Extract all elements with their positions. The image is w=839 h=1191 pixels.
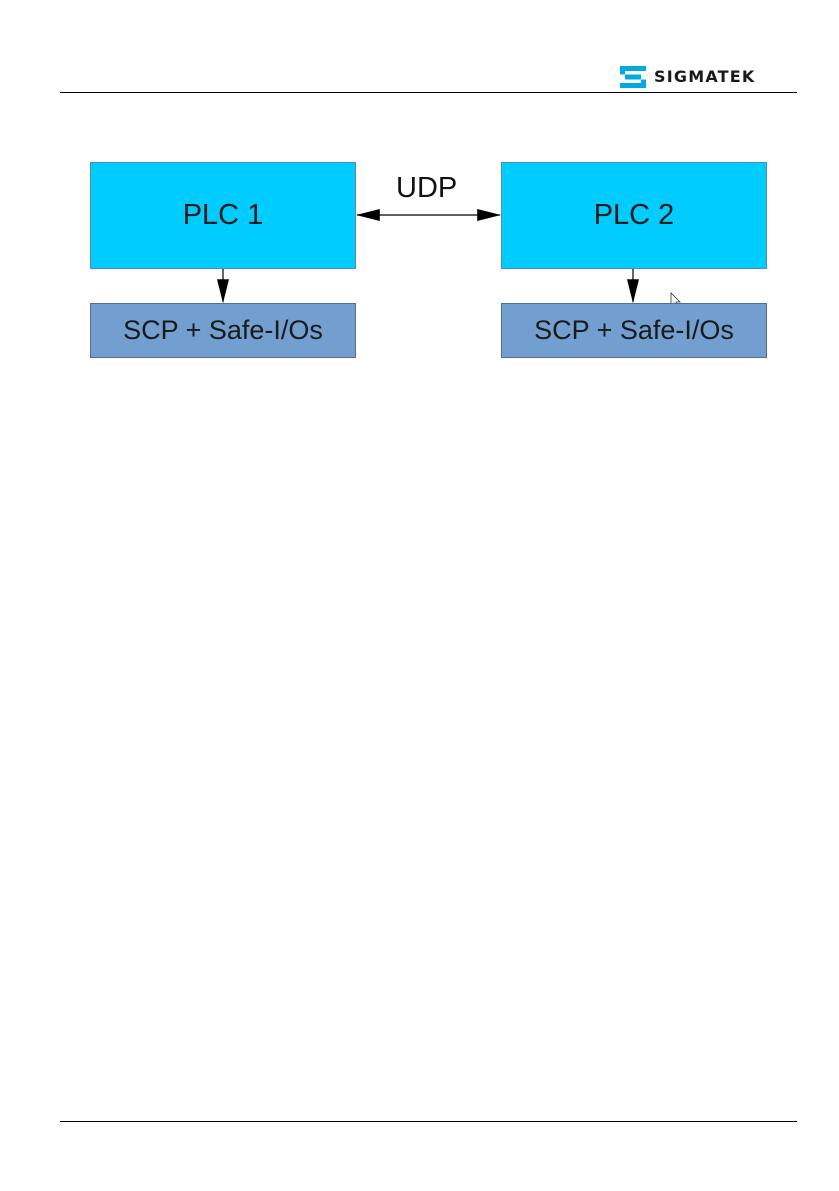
plc1-node: PLC 1 xyxy=(90,162,356,269)
scp2-node: SCP + Safe-I/Os xyxy=(501,303,767,358)
footer-rule xyxy=(60,1121,797,1122)
plc2-node: PLC 2 xyxy=(501,162,767,269)
udp-edge-label: UDP xyxy=(396,172,457,205)
scp1-node: SCP + Safe-I/Os xyxy=(90,303,356,358)
